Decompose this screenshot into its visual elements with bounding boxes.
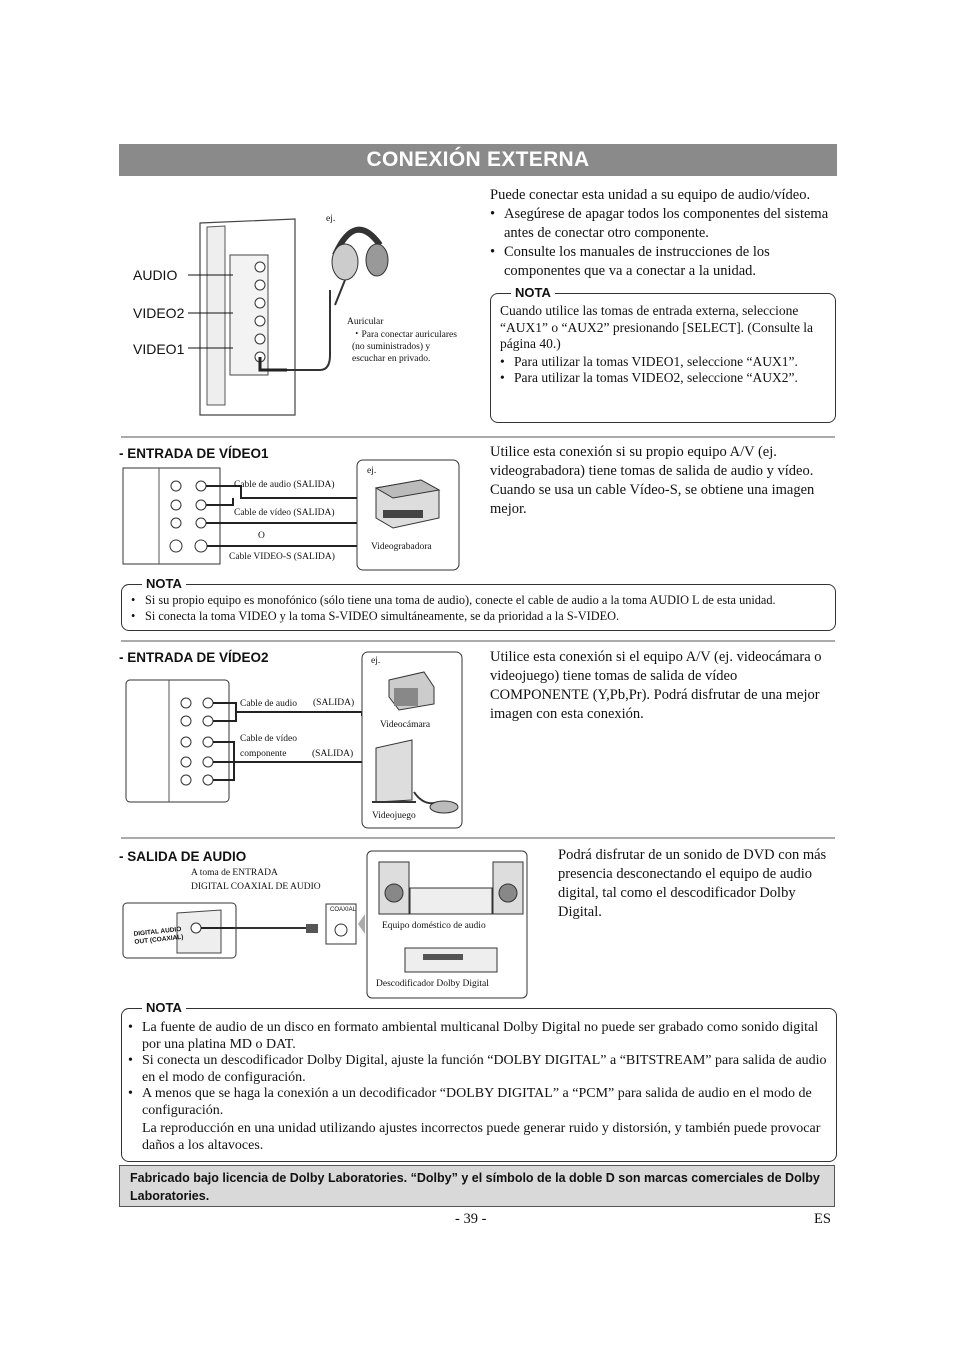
top-figure [188,218,389,416]
video1-cable-audio: Cable de audio (SALIDA) [234,480,335,490]
page-title: CONEXIÓN EXTERNA [366,148,590,171]
divider [121,436,835,438]
intro: Puede conectar esta unidad a su equipo d… [490,186,840,281]
audio-out-toma2: DIGITAL COAXIAL DE AUDIO [191,882,321,892]
nota-label: NOTA [142,576,186,592]
nota2-bullet: Si su propio equipo es monofónico (sólo … [131,592,831,608]
nota3-bullet: La fuente de audio de un disco en format… [128,1020,828,1053]
title-bar: CONEXIÓN EXTERNA [119,144,837,176]
nota-box-2: NOTA Si su propio equipo es monofónico (… [121,576,836,631]
audio-out-heading: - SALIDA DE AUDIO [119,849,247,864]
nota-label: NOTA [511,285,555,301]
video2-heading: - ENTRADA DE VÍDEO2 [119,650,269,665]
video1-heading: - ENTRADA DE VÍDEO1 [119,446,269,461]
audio-out-toma1: A toma de ENTRADA [191,868,278,878]
nota-label: NOTA [142,1000,186,1016]
coaxial-label: COAXIAL [330,907,357,913]
label-audio: AUDIO [133,267,178,283]
intro-line: Puede conectar esta unidad a su equipo d… [490,187,811,203]
video1-text: Utilice esta conexión si su propio equip… [490,444,815,517]
divider [121,837,835,839]
headphone-title: Auricular [347,317,384,327]
video1-cable-svideo: Cable VIDEO-S (SALIDA) [229,552,335,562]
video1-figure [122,459,460,571]
video2-out2: (SALIDA) [312,749,354,759]
ej-label: ej. [326,214,336,224]
nota2-bullet: Si conecta la toma VIDEO y la toma S-VID… [131,608,831,624]
nota3-bullet: Si conecta un descodificador Dolby Digit… [128,1053,828,1086]
intro-bullet: Asegúrese de apagar todos los componente… [490,205,840,243]
video1-or: O [258,531,265,541]
video2-device2: Videojuego [372,811,416,821]
video2-cable-comp1: Cable de vídeo [240,734,297,744]
nota1-bullet: Para utilizar la tomas VIDEO2, seleccion… [500,370,830,387]
nota1-text: Cuando utilice las tomas de entrada exte… [500,303,814,351]
label-video2: VIDEO2 [133,305,185,321]
video2-figure [125,651,463,829]
audio-out-device1: Equipo doméstico de audio [382,921,486,931]
audio-out-device2: Descodificador Dolby Digital [376,979,489,989]
headphone-desc: ・Para conectar auriculares (no suministr… [352,330,457,364]
video1-ej: ej. [367,466,377,476]
intro-bullet: Consulte los manuales de instrucciones d… [490,243,840,281]
page-number: - 39 - [455,1211,487,1227]
video2-cable-comp2: componente [240,749,287,759]
nota-box-3: NOTA La fuente de audio de un disco en f… [121,1000,837,1162]
video2-device1: Videocámara [380,720,431,730]
nota1-bullet: Para utilizar la tomas VIDEO1, seleccion… [500,354,830,371]
video2-out1: (SALIDA) [313,698,355,708]
divider [121,640,835,642]
nota3-extra: La reproducción en una unidad utilizando… [142,1121,821,1153]
video2-cable-audio: Cable de audio [240,699,297,709]
language-code: ES [814,1211,831,1227]
audio-out-figure [122,850,528,999]
video1-device: Videograbadora [371,542,432,552]
nota-box-1: NOTA Cuando utilice las tomas de entrada… [490,285,836,423]
label-video1: VIDEO1 [133,341,185,357]
video2-text: Utilice esta conexión si el equipo A/V (… [490,649,822,722]
video1-cable-video: Cable de vídeo (SALIDA) [234,508,335,518]
nota3-bullet: A menos que se haga la conexión a un dec… [128,1086,828,1119]
audio-out-text: Podrá disfrutar de un sonido de DVD con … [558,847,827,920]
trademark-footer: Fabricado bajo licencia de Dolby Laborat… [119,1165,835,1207]
video2-ej: ej. [371,656,381,666]
